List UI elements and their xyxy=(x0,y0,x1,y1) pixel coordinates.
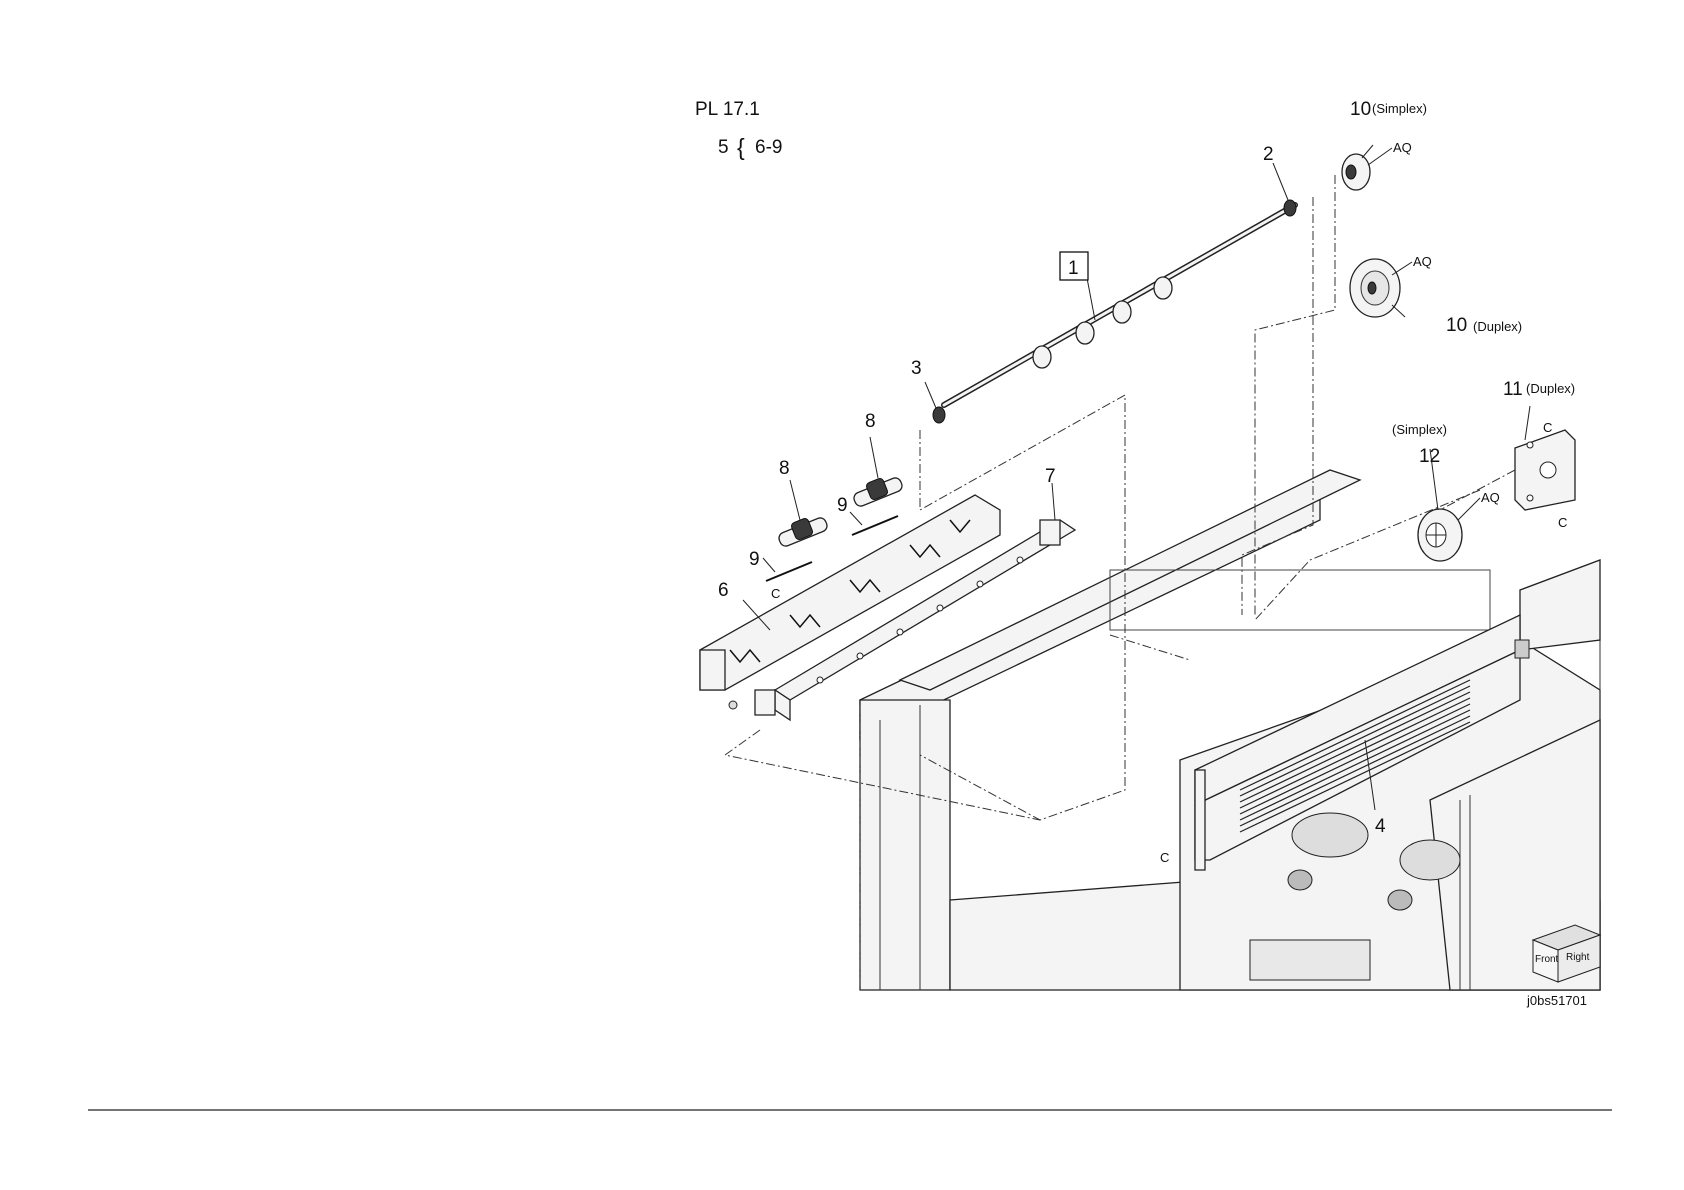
figure-id: j0bs51701 xyxy=(1526,993,1587,1008)
callout-8a: 8 xyxy=(779,458,790,479)
callout-9b: 9 xyxy=(837,495,848,516)
plate-number: PL 17.1 xyxy=(695,99,760,120)
callout-1: 1 xyxy=(1068,258,1079,279)
callout-7: 7 xyxy=(1045,466,1056,487)
part-8-roller-b xyxy=(852,476,904,508)
aq-mark-3: AQ xyxy=(1481,490,1500,505)
part-11-duplex-bracket xyxy=(1515,430,1575,510)
part-3-bearing xyxy=(933,407,945,423)
part-12-simplex-gear xyxy=(1418,509,1462,561)
c-mark-2: C xyxy=(1160,850,1169,865)
callout-6: 6 xyxy=(718,580,729,601)
cube-front-label: Front xyxy=(1535,954,1559,965)
part-9-pin-b xyxy=(852,516,898,535)
group-range: 6-9 xyxy=(755,137,782,158)
callout-3: 3 xyxy=(911,358,922,379)
callout-2: 2 xyxy=(1263,144,1274,165)
callout-4: 4 xyxy=(1375,816,1386,837)
part-8-roller-a xyxy=(777,516,829,548)
group-number: 5 xyxy=(718,137,729,158)
c-mark-1: C xyxy=(771,586,780,601)
callout-10-duplex-note: (Duplex) xyxy=(1473,319,1522,334)
callout-10-simplex: 10 xyxy=(1350,99,1371,120)
part-2-bearing xyxy=(1284,200,1296,216)
c-mark-4: C xyxy=(1558,515,1567,530)
aq-mark-2: AQ xyxy=(1413,254,1432,269)
aq-mark-1: AQ xyxy=(1393,140,1412,155)
cube-right-label: Right xyxy=(1566,952,1590,963)
callout-10-duplex: 10 xyxy=(1446,315,1467,336)
callout-12-note: (Simplex) xyxy=(1392,422,1447,437)
callout-8b: 8 xyxy=(865,411,876,432)
group-brace: { xyxy=(737,134,745,160)
callout-10-simplex-note: (Simplex) xyxy=(1372,101,1427,116)
aq-leader-1 xyxy=(1368,148,1392,165)
aq-leader-2 xyxy=(1392,262,1412,275)
part-9-pin-a xyxy=(766,562,812,581)
aq-leader-3 xyxy=(1458,498,1480,520)
callout-11: 11 xyxy=(1503,379,1523,400)
callout-12: 12 xyxy=(1419,446,1440,467)
part-1-shaft xyxy=(944,205,1295,405)
part-10-simplex-gear xyxy=(1342,154,1370,190)
c-mark-3: C xyxy=(1543,420,1552,435)
callout-9a: 9 xyxy=(749,549,760,570)
part-10-duplex-gear xyxy=(1350,259,1400,317)
callout-11-note: (Duplex) xyxy=(1526,381,1575,396)
